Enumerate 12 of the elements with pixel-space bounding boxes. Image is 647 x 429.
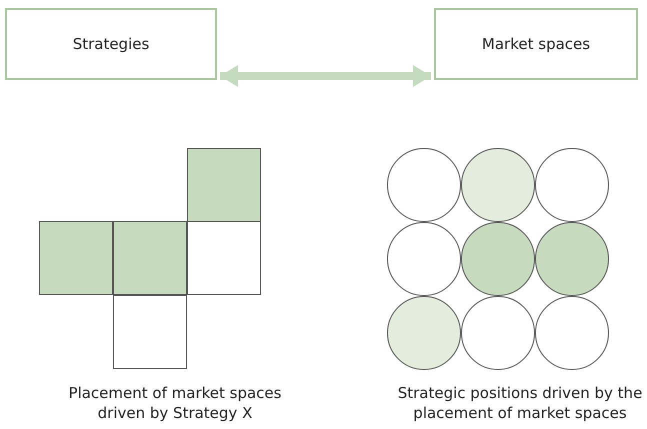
caption: Placement of market spaces driven by Strategy X [68, 383, 282, 423]
box-title: Strategies [72, 35, 150, 53]
label-box [434, 8, 638, 80]
market-space-square [113, 221, 187, 295]
box-title: Market spaces [482, 35, 590, 53]
market-space-square [187, 221, 261, 295]
market-space-square [187, 148, 261, 222]
market-space-square [113, 295, 187, 369]
double-arrow [220, 65, 431, 87]
caption: Strategic positions driven by the placement of market spaces [396, 383, 644, 423]
market-space-square [39, 221, 113, 295]
label-box [5, 8, 217, 80]
